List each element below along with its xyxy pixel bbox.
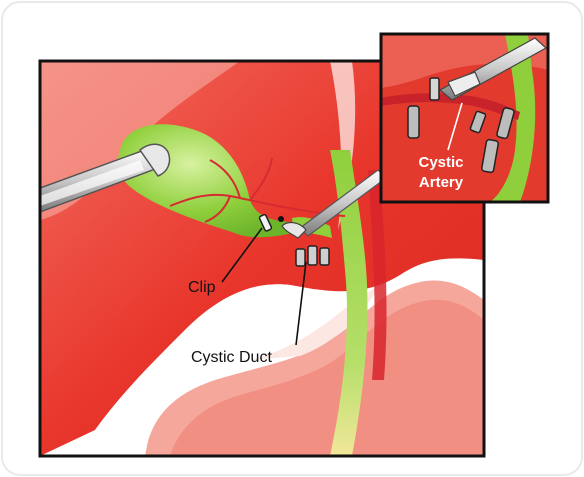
clip-label: Clip (188, 279, 216, 296)
cystic-duct-label: Cystic Duct (191, 349, 272, 366)
inset-label-line1: Cystic (418, 154, 463, 171)
inset-label-line2: Artery (419, 174, 464, 191)
inset-panel (381, 34, 548, 202)
